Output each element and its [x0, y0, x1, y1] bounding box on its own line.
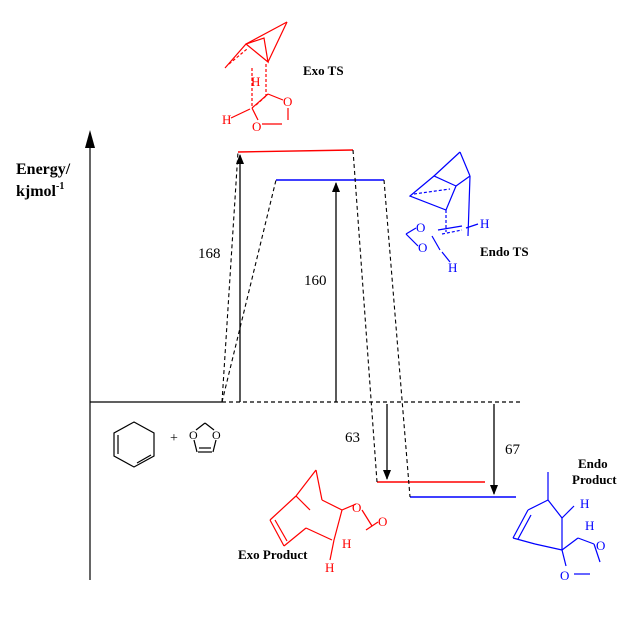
exo-product-oxygen-top: O — [352, 500, 361, 515]
endo-ts-oxygen-top: O — [416, 220, 425, 235]
exo-product-oxygen-right: O — [378, 514, 387, 529]
reactant-cyclohexadiene — [113, 421, 155, 468]
endo-product-hydrogen-top: H — [580, 496, 589, 511]
endo-ts-hydrogen-right: H — [480, 216, 489, 231]
energy-axis-arrowhead — [85, 130, 95, 148]
endo-product-structure: H H O O — [512, 472, 605, 583]
reactant-plus-sign: + — [170, 431, 178, 446]
exo-product-energy-value: 63 — [345, 430, 360, 446]
dioxole-oxygen-right: O — [212, 428, 221, 442]
exo-ts-oxygen-right: O — [283, 94, 292, 109]
endo-ts-label: Endo TS — [480, 244, 529, 259]
dioxole-oxygen-left: O — [189, 428, 198, 442]
exo-product-label: Exo Product — [238, 547, 308, 562]
exo-ts-oxygen-bottom: O — [252, 119, 261, 134]
exo-ts-structure: H H O O — [222, 21, 292, 134]
endo-ts-energy-value: 160 — [304, 273, 327, 289]
endo-product-label-line1: Endo — [578, 456, 608, 471]
exo-ts-energy-value: 168 — [198, 246, 221, 262]
exo-product-structure: O O H H — [269, 469, 387, 575]
dashed-connectors — [221, 149, 411, 498]
exo-ts-hydrogen-left: H — [222, 112, 231, 127]
endo-product-oxygen-bottom: O — [560, 568, 569, 583]
axis-label-line2: kjmol-1 — [16, 181, 64, 200]
endo-product-energy-value: 67 — [505, 442, 521, 458]
endo-product-oxygen-right: O — [596, 538, 605, 553]
endo-ts-oxygen-bottom: O — [418, 240, 427, 255]
exo-product-hydrogen-bottom: H — [325, 560, 334, 575]
endo-ts-structure: H O O H — [405, 151, 489, 275]
exo-ts-level — [237, 149, 354, 153]
endo-ts-hydrogen-bottom: H — [448, 260, 457, 275]
exo-product-hydrogen-right: H — [342, 536, 351, 551]
axis-label-line1: Energy/ — [16, 161, 71, 178]
endo-product-label-line2: Product — [572, 472, 617, 487]
exo-ts-hydrogen-top: H — [251, 74, 260, 89]
endo-product-hydrogen-mid: H — [585, 518, 594, 533]
exo-ts-label: Exo TS — [303, 63, 344, 78]
reactant-dioxole: O O — [189, 422, 221, 453]
